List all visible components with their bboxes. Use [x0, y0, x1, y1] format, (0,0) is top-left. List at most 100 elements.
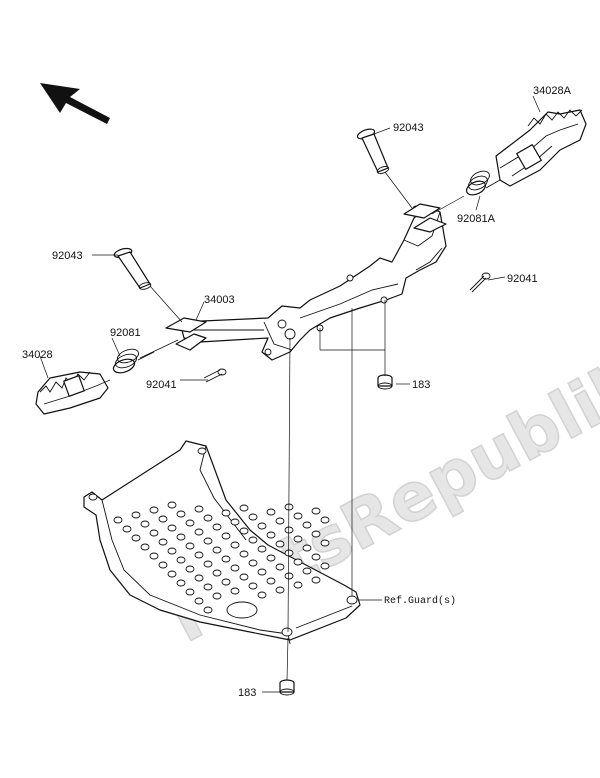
footpeg-bracket — [165, 203, 447, 361]
vent-hole — [194, 505, 204, 513]
vent-hole — [275, 563, 285, 571]
vent-hole — [176, 533, 186, 541]
vent-hole — [221, 578, 231, 586]
vent-hole — [221, 532, 231, 540]
vent-hole — [266, 577, 276, 585]
left-footpeg — [35, 371, 109, 415]
vent-hole — [149, 529, 159, 537]
vent-hole — [140, 520, 150, 528]
vent-hole — [275, 540, 285, 548]
vent-hole — [167, 524, 177, 532]
vent-hole — [311, 553, 321, 561]
vent-hole — [275, 517, 285, 525]
vent-hole — [266, 531, 276, 539]
vent-hole — [194, 528, 204, 536]
vent-hole — [248, 559, 258, 567]
vent-hole — [293, 581, 303, 589]
vent-hole — [302, 521, 312, 529]
vent-hole — [176, 579, 186, 587]
vent-hole — [113, 516, 123, 524]
vent-hole — [203, 560, 213, 568]
vent-hole — [320, 516, 330, 524]
vent-hole — [149, 506, 159, 514]
vent-hole — [302, 544, 312, 552]
vent-hole — [239, 573, 249, 581]
vent-hole — [212, 592, 222, 600]
label-footpeg-left: 34028 — [22, 349, 53, 361]
vent-hole — [239, 527, 249, 535]
vent-hole — [311, 576, 321, 584]
vent-hole — [203, 606, 213, 614]
vent-hole — [293, 535, 303, 543]
vent-hole — [158, 561, 168, 569]
vent-hole — [176, 556, 186, 564]
vent-hole — [320, 562, 330, 570]
vent-hole — [131, 511, 141, 519]
vent-hole — [185, 542, 195, 550]
vent-hole — [275, 586, 285, 594]
vent-hole — [167, 501, 177, 509]
vent-hole — [284, 572, 294, 580]
left-pin — [113, 247, 152, 290]
vent-hole — [311, 530, 321, 538]
vent-hole — [185, 565, 195, 573]
label-guard-ref: Ref.Guard(s) — [384, 595, 456, 607]
label-bolt-lower: 183 — [238, 687, 256, 699]
vent-hole — [203, 514, 213, 522]
vent-hole — [212, 546, 222, 554]
vent-hole — [248, 513, 258, 521]
vent-hole — [239, 550, 249, 558]
label-pin-right: 92043 — [393, 122, 424, 134]
vent-hole — [158, 515, 168, 523]
left-cotter-pin — [203, 368, 227, 383]
vent-hole — [167, 547, 177, 555]
skid-guard — [83, 440, 361, 645]
vent-hole — [212, 569, 222, 577]
lower-bolt — [279, 679, 295, 696]
vent-hole — [140, 543, 150, 551]
vent-hole — [221, 555, 231, 563]
vent-hole — [221, 509, 231, 517]
vent-hole — [194, 597, 204, 605]
vent-hole — [131, 534, 141, 542]
vent-hole — [257, 545, 267, 553]
vent-hole — [257, 522, 267, 530]
label-bracket: 34003 — [204, 294, 235, 306]
right-spring — [465, 170, 501, 196]
label-pin-left: 92043 — [52, 250, 83, 262]
vent-hole — [203, 583, 213, 591]
vent-hole — [320, 539, 330, 547]
vent-hole — [176, 510, 186, 518]
right-footpeg — [495, 109, 587, 187]
vent-hole — [194, 551, 204, 559]
vent-hole — [230, 587, 240, 595]
vent-hole — [230, 564, 240, 572]
vent-hole — [248, 582, 258, 590]
vent-hole — [284, 549, 294, 557]
vent-hole — [158, 538, 168, 546]
vent-hole — [266, 554, 276, 562]
leader-lines — [39, 95, 541, 693]
vent-hole — [122, 525, 132, 533]
vent-hole — [203, 537, 213, 545]
vent-hole — [212, 523, 222, 531]
vent-hole — [248, 536, 258, 544]
label-bolt-upper: 183 — [412, 379, 430, 391]
vent-hole — [230, 518, 240, 526]
upper-bolt — [377, 374, 393, 390]
vent-hole — [257, 591, 267, 599]
vent-hole — [167, 570, 177, 578]
label-spring-left: 92081 — [110, 327, 141, 339]
guard-vent-holes — [113, 501, 330, 614]
label-cotter-left: 92041 — [146, 379, 177, 391]
vent-hole — [293, 558, 303, 566]
vent-hole — [311, 507, 321, 515]
vent-hole — [266, 508, 276, 516]
vent-hole — [302, 567, 312, 575]
vent-hole — [257, 568, 267, 576]
label-cotter-right: 92041 — [507, 273, 538, 285]
right-cotter-pin — [469, 272, 491, 293]
vent-hole — [149, 552, 159, 560]
right-pin — [356, 128, 390, 174]
